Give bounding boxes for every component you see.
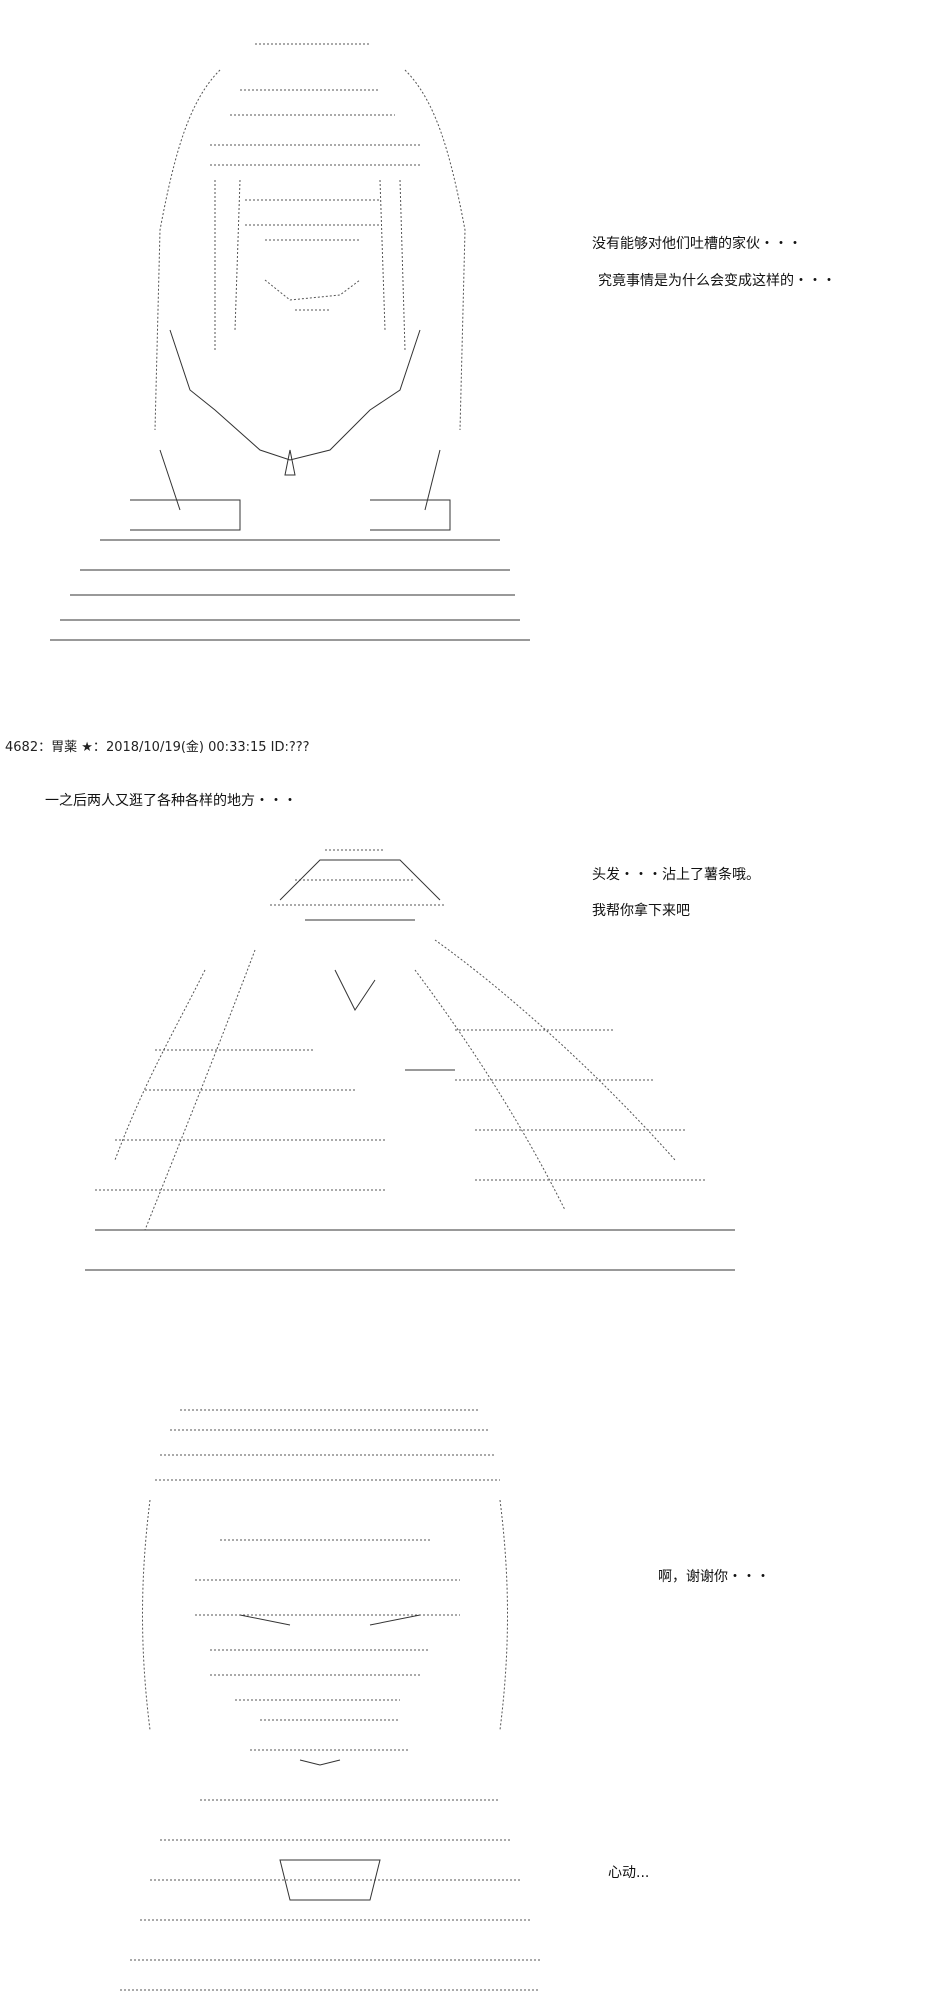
ascii-art-two-figures	[55, 830, 755, 1300]
post-colon: ：	[92, 740, 106, 755]
panel1-dialogue-line2: 究竟事情是为什么会变成这样的・・・	[598, 273, 836, 289]
panel2-dialogue-line2: 我帮你拿下来吧	[592, 903, 690, 919]
post-author: 胃薬	[51, 740, 78, 755]
post-separator: ：	[38, 740, 52, 755]
blushing-girl-drawing	[120, 1409, 540, 1991]
two-figures-drawing	[85, 849, 735, 1271]
ascii-art-hooded-figure	[40, 30, 540, 650]
ascii-art-blushing-girl	[100, 1400, 570, 2000]
hooded-figure-drawing	[50, 43, 530, 641]
panel2-dialogue-line1: 头发・・・沾上了薯条哦。	[592, 867, 760, 883]
panel1-dialogue-line1: 没有能够对他们吐槽的家伙・・・	[592, 236, 802, 252]
post-number: 4682	[5, 740, 39, 755]
star-icon: ★	[81, 740, 93, 755]
panel3-dialogue-line1: 啊，谢谢你・・・	[658, 1569, 770, 1585]
panel2-intro: 一之后两人又逛了各种各样的地方・・・	[45, 793, 297, 809]
post-date: 2018/10/19(金) 00:33:15 ID:???	[105, 740, 310, 755]
panel3-dialogue-line2: 心动...	[608, 1865, 650, 1881]
post-header: 4682：胃薬 ★：2018/10/19(金) 00:33:15 ID:???	[5, 736, 310, 755]
